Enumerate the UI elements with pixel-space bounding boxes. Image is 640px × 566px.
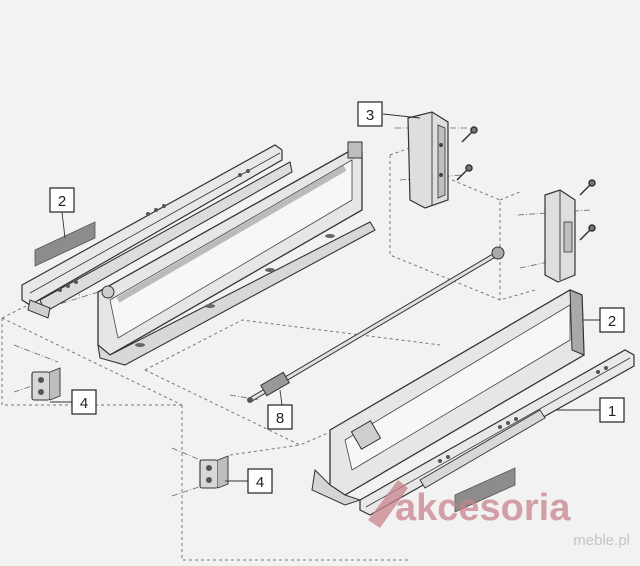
screw-icon <box>456 126 478 181</box>
callout-4-bottom: 4 <box>247 468 273 494</box>
callout-2-right: 2 <box>599 307 625 333</box>
rail-rod <box>247 246 505 403</box>
callout-4-bottom-label: 4 <box>256 474 264 491</box>
right-runner <box>359 349 635 516</box>
right-back-bracket <box>544 189 576 283</box>
left-drawer-side <box>97 141 376 366</box>
callout-2-right-label: 2 <box>608 313 616 330</box>
watermark-logo-icon <box>368 480 408 528</box>
watermark-sub: meble.pl <box>573 532 630 549</box>
callout-2-left-label: 2 <box>58 193 66 210</box>
callout-1: 1 <box>599 397 625 423</box>
front-bracket-bottom <box>199 455 229 489</box>
leader-lines <box>50 113 600 482</box>
left-runner <box>21 144 293 319</box>
front-bracket-top <box>31 367 61 401</box>
callout-2-left: 2 <box>49 187 75 213</box>
callout-4-top-label: 4 <box>80 395 88 412</box>
callout-3-label: 3 <box>366 107 374 124</box>
callout-8: 8 <box>267 404 293 430</box>
callout-1-label: 1 <box>608 403 616 420</box>
bottom-cover-cap <box>454 467 516 513</box>
screw-icon-right <box>579 179 596 241</box>
left-cover-cap <box>34 221 96 267</box>
back-bracket <box>407 111 449 209</box>
watermark: akcesoria meble.pl <box>368 480 630 549</box>
right-drawer-side <box>311 289 585 506</box>
callout-4-top: 4 <box>71 389 97 415</box>
callout-3: 3 <box>357 101 383 127</box>
watermark-brand: akcesoria <box>395 487 571 529</box>
callout-8-label: 8 <box>276 410 284 427</box>
